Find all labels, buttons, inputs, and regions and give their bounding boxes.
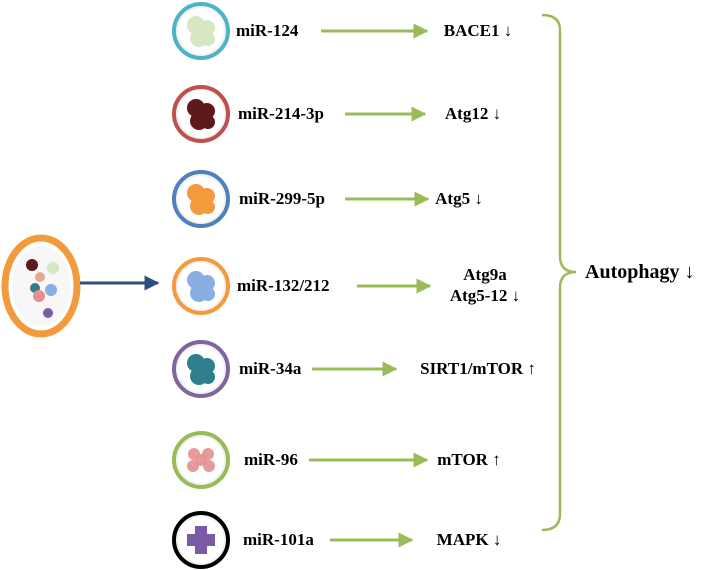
mirna-icon-blob (201, 200, 215, 214)
target-label: MAPK ↓ (389, 531, 549, 548)
mirna-label: miR-124 (236, 21, 299, 40)
mirna-icon-dot (195, 454, 207, 466)
mirna-label: miR-96 (244, 450, 298, 469)
target-label-line: Atg12 ↓ (444, 104, 502, 123)
target-label: SIRT1/mTOR ↑ (398, 360, 558, 377)
target-label-line: SIRT1/mTOR ↑ (420, 359, 536, 378)
target-label-line: Atg9a (463, 265, 507, 284)
mirna-icon-blob (201, 115, 215, 129)
mirna-icon-blob (192, 531, 210, 549)
mirna-label: miR-214-3p (238, 104, 324, 123)
mirna-icon-blob (201, 32, 215, 46)
target-label: BACE1 ↓ (398, 22, 558, 39)
target-label: mTOR ↑ (389, 451, 549, 468)
source-vesicle-dot (47, 262, 59, 274)
outcome-label: Autophagy ↓ (585, 261, 695, 283)
source-vesicle-dot (26, 259, 38, 271)
source-vesicle-dot (33, 290, 45, 302)
mirna-label: miR-299-5p (239, 189, 325, 208)
mirna-label: miR-34a (239, 359, 302, 378)
source-vesicle-dot (45, 284, 57, 296)
target-label: Atg12 ↓ (393, 105, 553, 122)
source-vesicle-core (12, 246, 70, 326)
source-vesicle-dot (43, 308, 53, 318)
mirna-label: miR-101a (243, 530, 314, 549)
target-label-line: BACE1 ↓ (443, 21, 513, 40)
target-label-line: mTOR ↑ (437, 450, 501, 469)
mirna-label: miR-132/212 (237, 276, 330, 295)
mirna-icon-blob (201, 287, 215, 301)
mirna-icon-blob (201, 370, 215, 384)
target-label: Atg5 ↓ (379, 190, 539, 207)
target-label-line: Atg5 ↓ (435, 189, 483, 208)
target-label-line: MAPK ↓ (436, 530, 502, 549)
source-vesicle-dot (35, 272, 45, 282)
right-brace (541, 13, 577, 532)
target-label-line: Atg5-12 ↓ (449, 286, 521, 305)
